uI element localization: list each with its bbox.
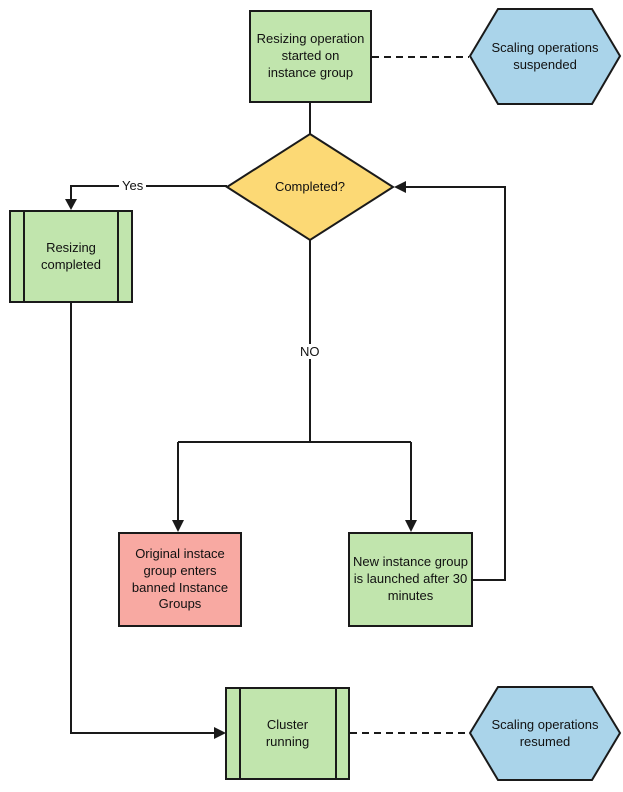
node-suspended-shape bbox=[468, 8, 622, 105]
connector-loop-back bbox=[406, 186, 506, 581]
node-resizing-completed-label: Resizing completed bbox=[41, 239, 101, 272]
node-resizing-completed-shape bbox=[9, 210, 133, 303]
node-banned-label: Original instace group enters banned Ins… bbox=[131, 545, 229, 612]
node-cluster-shape bbox=[225, 687, 350, 780]
node-banned-shape bbox=[118, 532, 242, 627]
arrowhead-banned bbox=[172, 520, 184, 532]
node-start-shape bbox=[249, 10, 372, 103]
arrowhead-new-group bbox=[405, 520, 417, 532]
edge-label-no: NO bbox=[297, 344, 323, 359]
node-suspended-label: Scaling operations suspended bbox=[491, 39, 599, 72]
arrowhead-cluster bbox=[214, 727, 226, 739]
node-new-group-shape bbox=[348, 532, 473, 627]
arrowhead-loop-back bbox=[394, 181, 406, 193]
node-resumed-shape bbox=[468, 686, 622, 781]
node-completed-label: Completed? bbox=[274, 178, 346, 194]
edge-label-yes: Yes bbox=[119, 178, 147, 193]
arrowhead-yes bbox=[65, 199, 77, 210]
node-start-label: Resizing operation started on instance g… bbox=[256, 31, 365, 80]
node-resumed-label: Scaling operations resumed bbox=[491, 716, 599, 749]
connector-resizing-to-cluster bbox=[70, 302, 216, 734]
node-cluster-label: Cluster running bbox=[265, 716, 310, 749]
connector-yes-branch bbox=[70, 185, 227, 206]
node-new-group-label: New instance group is launched after 30 … bbox=[353, 554, 468, 603]
node-completed-shape bbox=[225, 132, 395, 242]
